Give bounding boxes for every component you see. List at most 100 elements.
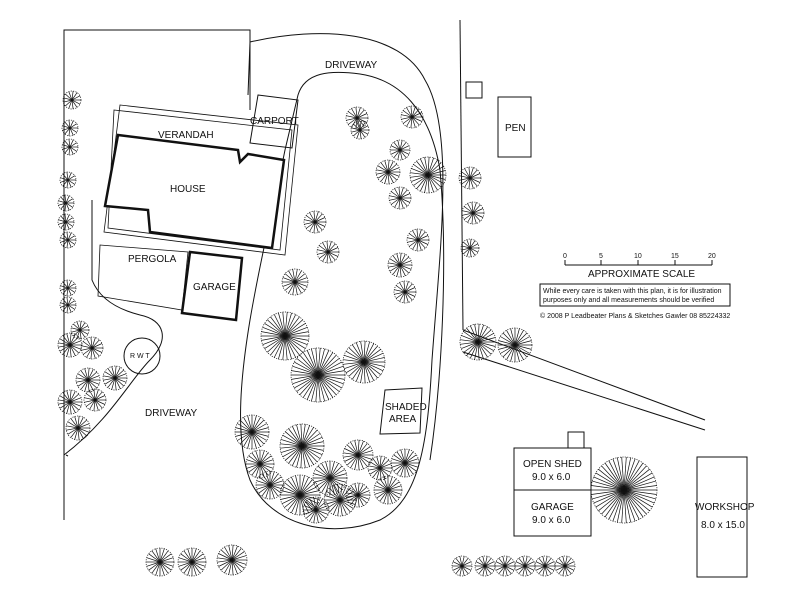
tree-icon (367, 455, 393, 481)
house-garage (180, 250, 244, 322)
label-workshop: WORKSHOP (695, 502, 755, 513)
tree-icon (70, 320, 90, 340)
scale-tick-0: 0 (563, 253, 567, 260)
copyright: © 2008 P Leadbeater Plans & Sketches Gaw… (540, 312, 730, 320)
carport (249, 94, 299, 149)
tree-icon (388, 186, 412, 210)
tree-icon (590, 456, 658, 524)
driveway-left (63, 200, 163, 457)
tree-icon (61, 119, 79, 137)
tree-icon (345, 106, 369, 130)
tree-icon (474, 555, 496, 577)
driveway-loop (240, 33, 445, 530)
label-verandah: VERANDAH (158, 130, 214, 141)
label-carport: CARPORT (250, 116, 299, 127)
tree-icon (316, 240, 340, 264)
label-shaded-line1: SHADED (385, 402, 427, 413)
tree-icon (387, 252, 413, 278)
tree-icon (260, 311, 310, 361)
label-driveway-top: DRIVEWAY (325, 60, 378, 71)
tree-icon (400, 105, 424, 129)
tree-icon (342, 439, 374, 471)
tree-icon (290, 347, 346, 403)
tree-icon (234, 414, 270, 450)
tree-icon (102, 365, 128, 391)
trees (57, 90, 658, 577)
tree-icon (62, 90, 82, 110)
tree-icon (281, 268, 309, 296)
tree-icon (80, 336, 104, 360)
tree-icon (75, 367, 101, 393)
tree-icon (350, 120, 370, 140)
tree-icon (279, 423, 325, 469)
tree-icon (461, 201, 485, 225)
house (103, 133, 286, 250)
scale-tick-5: 5 (599, 253, 603, 260)
label-pergola: PERGOLA (128, 254, 177, 265)
tree-icon (59, 279, 77, 297)
label-pen: PEN (505, 123, 526, 134)
tree-icon (61, 138, 79, 156)
label-shaded-line2: AREA (389, 414, 417, 425)
tree-icon (389, 139, 411, 161)
tree-icon (323, 483, 357, 517)
tree-icon (459, 323, 497, 361)
label-driveway-left: DRIVEWAY (145, 408, 198, 419)
tree-icon (303, 210, 327, 234)
scale-bar (564, 260, 713, 266)
tree-icon (375, 159, 401, 185)
pen (497, 96, 532, 158)
disclaimer-line2: purposes only and all measurements shoul… (543, 297, 714, 304)
disclaimer-line1: While every care is taken with this plan… (543, 288, 722, 295)
tree-icon (458, 166, 482, 190)
tree-icon (65, 415, 91, 441)
tree-icon (409, 156, 447, 194)
tree-icon (342, 340, 386, 384)
tree-icon (393, 280, 417, 304)
disclaimer-box (539, 283, 731, 307)
workshop (696, 456, 748, 578)
small-shed (465, 81, 483, 99)
scale-tick-20: 20 (708, 253, 716, 260)
tree-icon (177, 547, 207, 577)
tree-icon (57, 332, 83, 358)
scale-title: APPROXIMATE SCALE (588, 269, 695, 280)
label-open-shed: OPEN SHED (523, 459, 582, 470)
tree-icon (460, 238, 480, 258)
label-open-shed-size: 9.0 x 6.0 (532, 472, 571, 483)
tree-icon (514, 555, 536, 577)
tree-icon (255, 470, 285, 500)
tree-icon (373, 475, 403, 505)
tree-icon (345, 482, 371, 508)
label-garage-shed: GARAGE (531, 502, 574, 513)
tree-icon (145, 547, 175, 577)
tree-icon (245, 449, 275, 479)
tree-icon (59, 231, 77, 249)
tree-icon (494, 555, 516, 577)
scale-tick-10: 10 (634, 253, 642, 260)
label-garage-shed-size: 9.0 x 6.0 (532, 515, 571, 526)
label-rwt: R W T (130, 353, 150, 360)
tree-icon (554, 555, 576, 577)
tree-icon (83, 388, 107, 412)
label-house: HOUSE (170, 184, 206, 195)
tree-icon (57, 389, 83, 415)
tree-icon (451, 555, 473, 577)
tree-icon (59, 171, 77, 189)
tree-icon (497, 327, 533, 363)
tree-icon (534, 555, 556, 577)
tree-icon (57, 213, 75, 231)
label-workshop-size: 8.0 x 15.0 (701, 520, 745, 531)
tree-icon (312, 460, 348, 496)
tree-icon (302, 496, 330, 524)
tree-icon (406, 228, 430, 252)
scale-tick-15: 15 (671, 253, 679, 260)
shaded-area (379, 387, 423, 435)
rainwater-tank (123, 337, 161, 375)
label-garage-house: GARAGE (193, 282, 236, 293)
tree-icon (57, 194, 75, 212)
tree-icon (390, 448, 420, 478)
tree-icon (216, 544, 248, 576)
tree-icon (59, 296, 77, 314)
